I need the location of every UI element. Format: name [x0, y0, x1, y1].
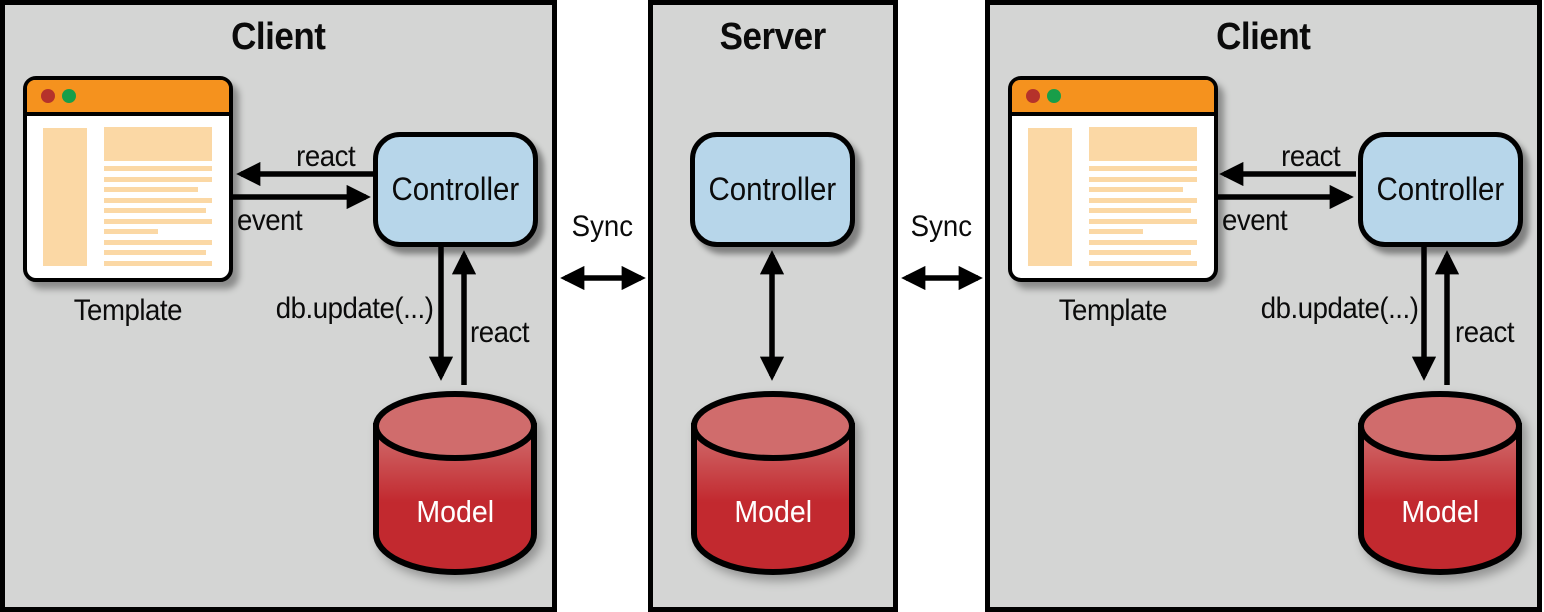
browser-titlebar [27, 80, 229, 116]
controller-label: Controller [1376, 171, 1505, 207]
client-panel-left: Client Template Controller react event d… [0, 0, 557, 612]
green-window-dot-icon [1047, 89, 1061, 103]
browser-window-icon [23, 76, 233, 282]
controller-node: Controller [1358, 132, 1523, 247]
green-window-dot-icon [62, 89, 76, 103]
panel-title-text: Server [719, 16, 827, 58]
model-node: Model [1357, 384, 1523, 576]
db-update-arrow-label: db.update(...) [275, 292, 433, 325]
panel-title: Client [990, 16, 1537, 59]
event-arrow-label: event [237, 204, 303, 237]
controller-label: Controller [391, 171, 520, 207]
content-hero-block [104, 127, 212, 161]
panel-title: Server [653, 16, 893, 59]
template-label: Template [73, 294, 183, 327]
server-panel: Server Controller Model [648, 0, 898, 612]
content-text-lines [104, 166, 212, 271]
browser-content [1012, 116, 1214, 278]
content-text-lines [1089, 166, 1197, 271]
controller-node: Controller [373, 132, 538, 247]
content-sidebar-block [43, 128, 87, 266]
event-arrow-label: event [1222, 204, 1288, 237]
panel-title-text: Client [231, 16, 326, 58]
react-arrow-label: react [295, 140, 356, 173]
react-arrow-label: react [1280, 140, 1341, 173]
model-node: Model [690, 384, 856, 576]
react-model-arrow-label: react [1455, 316, 1515, 349]
panel-title-text: Client [1216, 16, 1311, 58]
database-cylinder-icon [1358, 391, 1522, 575]
content-hero-block [1089, 127, 1197, 161]
browser-window-icon [1008, 76, 1218, 282]
client-panel-right: Client Template Controller react event d… [985, 0, 1542, 612]
db-update-arrow-label: db.update(...) [1260, 292, 1418, 325]
panel-title: Client [5, 16, 552, 59]
model-label: Model [416, 494, 494, 529]
sync-label-right: Sync [910, 210, 973, 243]
react-model-arrow-label: react [470, 316, 530, 349]
browser-titlebar [1012, 80, 1214, 116]
browser-content [27, 116, 229, 278]
model-label: Model [1401, 494, 1479, 529]
red-window-dot-icon [41, 89, 55, 103]
red-window-dot-icon [1026, 89, 1040, 103]
template-label: Template [1058, 294, 1168, 327]
model-node: Model [372, 384, 538, 576]
database-cylinder-icon [691, 391, 855, 575]
database-cylinder-icon [373, 391, 537, 575]
controller-label: Controller [708, 171, 837, 207]
sync-label-left: Sync [571, 210, 634, 243]
controller-node: Controller [690, 132, 855, 247]
content-sidebar-block [1028, 128, 1072, 266]
model-label: Model [734, 494, 812, 529]
